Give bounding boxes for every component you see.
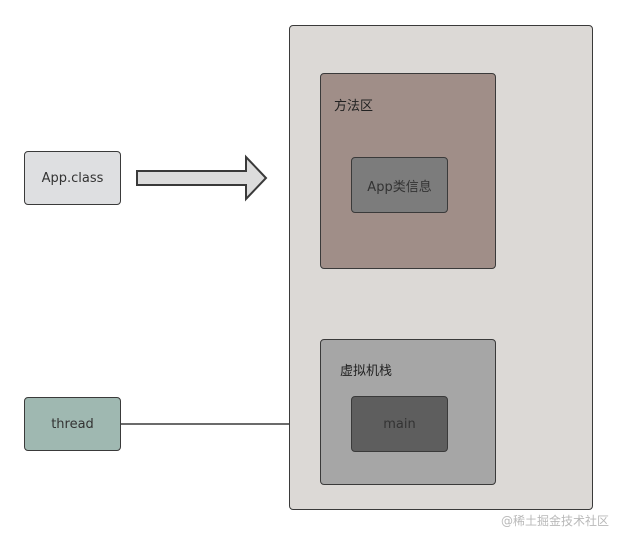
watermark-text: @稀土掘金技术社区 [500,514,609,528]
app-class-node: App.class [24,151,121,205]
app-info-label: App类信息 [367,179,432,195]
vm-stack-title: 虚拟机栈 [340,364,393,379]
thread-node: thread [24,397,121,451]
main-frame-label: main [383,416,416,432]
app-info-node: App类信息 [351,157,448,213]
method-area-title: 方法区 [334,99,374,114]
main-frame-node: main [351,396,448,452]
app-class-label: App.class [41,170,104,186]
thread-label: thread [51,416,94,432]
load-arrow [136,154,268,202]
